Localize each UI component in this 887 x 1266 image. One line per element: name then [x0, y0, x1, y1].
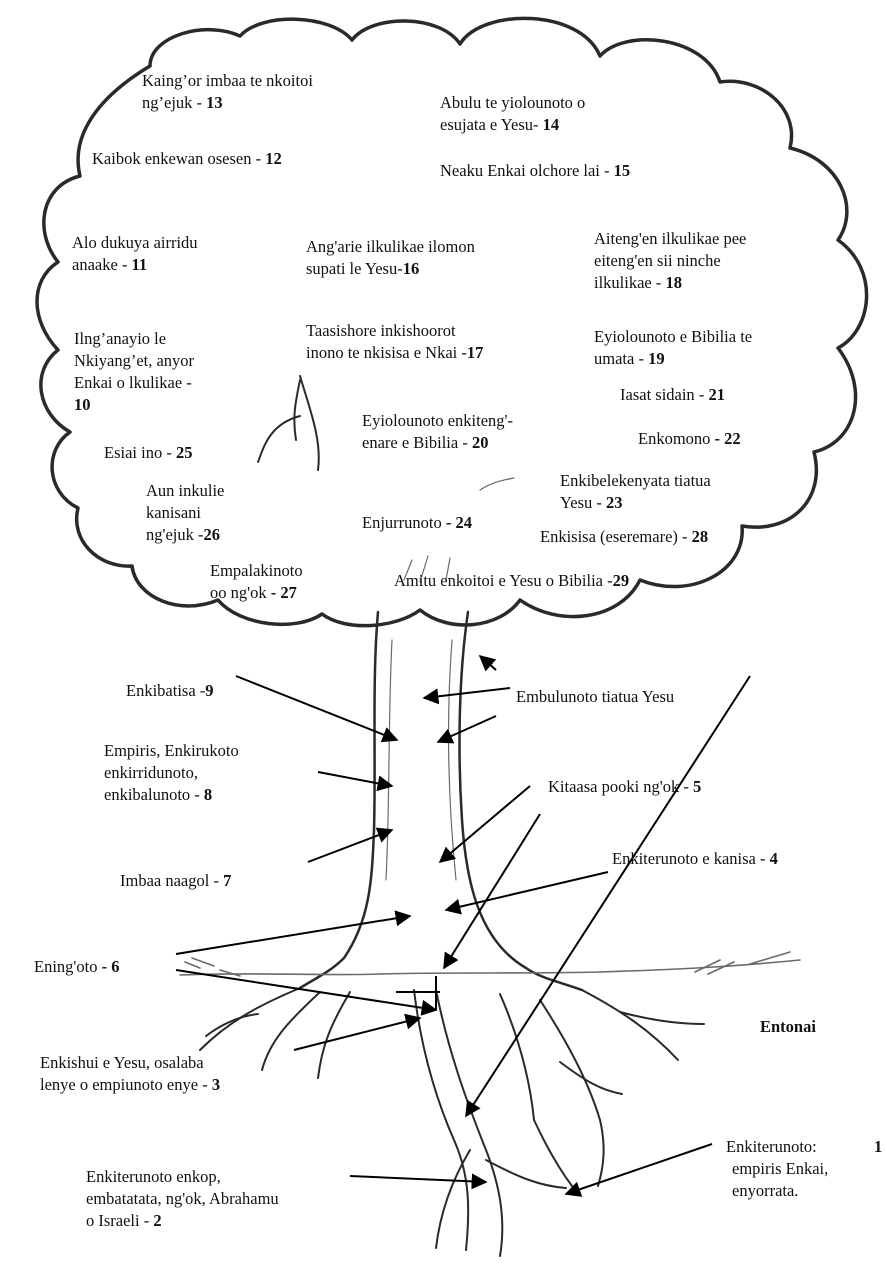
- label-12: Kaibok enkewan osesen - 12: [92, 148, 282, 170]
- label-27: Empalakinotooo ng'ok - 27: [210, 560, 303, 604]
- label-26: Aun inkuliekanisaning'ejuk -26: [146, 480, 224, 546]
- trunk-right: [460, 612, 582, 990]
- label-19: Eyiolounoto e Bibilia teumata - 19: [594, 326, 752, 370]
- label-5: Kitaasa pooki ng'ok - 5: [548, 776, 701, 798]
- label-16: Ang'arie ilkulikae ilomonsupati le Yesu-…: [306, 236, 475, 280]
- label-3: Enkishui e Yesu, osalabalenye o empiunot…: [40, 1052, 220, 1096]
- label-entonai: Entonai: [760, 1016, 816, 1038]
- label-17: Taasishore inkishoorotinono te nkisisa e…: [306, 320, 483, 364]
- label-1-body: empiris Enkai,enyorrata.: [732, 1158, 828, 1202]
- label-10: Ilng’anayio leNkiyang’et, anyorEnkai o l…: [74, 328, 194, 416]
- label-1-number: 1: [874, 1136, 882, 1158]
- label-7: Imbaa naagol - 7: [120, 870, 231, 892]
- label-embulunoto: Embulunoto tiatua Yesu: [516, 686, 674, 708]
- label-9: Enkibatisa -9: [126, 680, 214, 702]
- label-8: Empiris, Enkirukotoenkirridunoto,enkibal…: [104, 740, 239, 806]
- label-18: Aiteng'en ilkulikae peeeiteng'en sii nin…: [594, 228, 746, 294]
- label-24: Enjurrunoto - 24: [362, 512, 472, 534]
- label-20: Eyiolounoto enkiteng'-enare e Bibilia - …: [362, 410, 513, 454]
- label-6: Ening'oto - 6: [34, 956, 119, 978]
- label-1-title: Enkiterunoto:: [726, 1136, 817, 1158]
- label-13: Kaing’or imbaa te nkoitoing’ejuk - 13: [142, 70, 313, 114]
- label-25: Esiai ino - 25: [104, 442, 192, 464]
- label-28: Enkisisa (eseremare) - 28: [540, 526, 708, 548]
- label-22: Enkomono - 22: [638, 428, 741, 450]
- label-2: Enkiterunoto enkop,embatatata, ng'ok, Ab…: [86, 1166, 279, 1232]
- ground-line: [180, 960, 800, 975]
- label-14: Abulu te yiolounoto oesujata e Yesu- 14: [440, 92, 585, 136]
- label-11: Alo dukuya airriduanaake - 11: [72, 232, 198, 276]
- label-23: Enkibelekenyata tiatuaYesu - 23: [560, 470, 711, 514]
- label-21: Iasat sidain - 21: [620, 384, 725, 406]
- label-29: Amitu enkoitoi e Yesu o Bibilia -29: [394, 570, 629, 592]
- label-15: Neaku Enkai olchore lai - 15: [440, 160, 630, 182]
- arrows: [176, 656, 750, 1194]
- label-4: Enkiterunoto e kanisa - 4: [612, 848, 778, 870]
